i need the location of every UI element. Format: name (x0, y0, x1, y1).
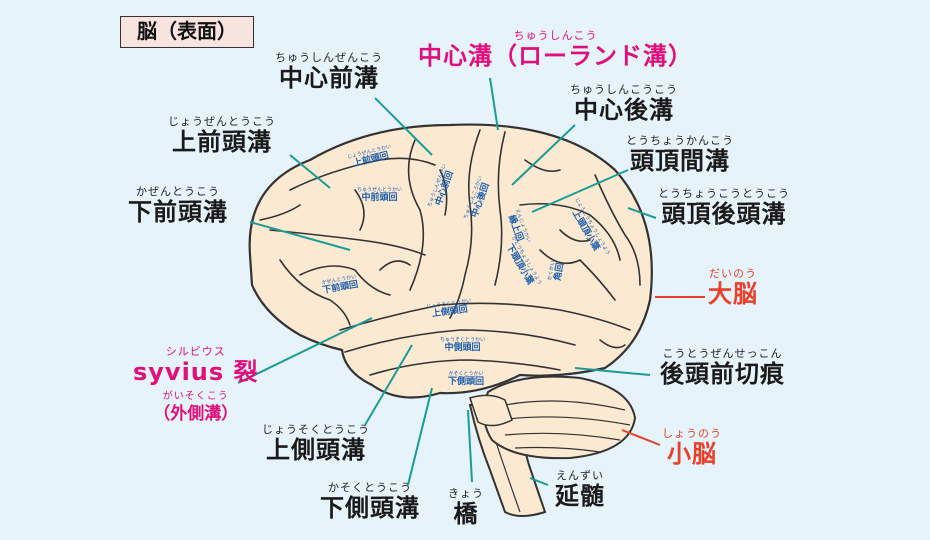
label-central-sulcus-text: 中心溝（ローランド溝） (418, 42, 693, 70)
label-lateral-sulcus-text: （外側溝） (153, 404, 239, 424)
label-sylvian-fissure-ruby: シルビウス (165, 345, 226, 358)
label-cerebrum-text: 大脳 (708, 280, 758, 308)
label-inferior-temporal-sulcus-text: 下側頭溝 (320, 494, 420, 522)
label-inferior-frontal-sulcus-text: 下前頭溝 (128, 198, 228, 226)
label-inferior-frontal-sulcus: かぜんとうこう 下前頭溝 (128, 186, 228, 224)
label-lateral-sulcus-ruby: がいそくこう (162, 391, 229, 402)
label-cerebrum-ruby: だいのう (709, 267, 757, 280)
label-superior-frontal-sulcus: じょうぜんとうこう 上前頭溝 (168, 116, 276, 154)
gyrus-inferior-temporal-ruby: かそくとうかい (448, 371, 484, 377)
label-preoccipital-notch: こうとうぜんせっこん 後頭前切痕 (660, 348, 785, 386)
leader-lines (237, 77, 657, 486)
leader-central (489, 77, 499, 131)
label-pons-ruby: きょう (448, 487, 484, 500)
gyrus-middle-temporal-text: 中側頭回 (444, 343, 481, 353)
leader-postcentral (511, 124, 576, 186)
leader-preoccipital (574, 367, 651, 376)
leader-inferior-temporal (407, 387, 433, 486)
sulci-lines (259, 129, 641, 376)
label-medulla-ruby: えんずい (556, 469, 604, 482)
gyrus-middle-temporal: ちゅうそくとうかい 中側頭回 (440, 338, 485, 353)
leader-cerebellum (621, 429, 661, 446)
label-medulla: えんずい 延髄 (555, 470, 605, 508)
gyrus-middle-temporal-ruby: ちゅうそくとうかい (440, 337, 486, 343)
gyrus-middle-frontal: ちゅうぜんとうかい 中前頭回 (357, 188, 402, 203)
label-cerebellum-text: 小脳 (667, 440, 717, 468)
leader-intraparietal (531, 169, 629, 213)
label-superior-frontal-sulcus-ruby: じょうぜんとうこう (168, 115, 276, 128)
label-cerebrum: だいのう 大脳 (708, 268, 758, 306)
leader-medulla (529, 477, 549, 486)
leader-parieto-occipital (627, 207, 657, 219)
label-postcentral-sulcus-ruby: ちゅうしんこうこう (570, 83, 678, 96)
cerebrum-shape (248, 123, 653, 399)
gyrus-inferior-temporal-text: 下側頭回 (448, 377, 485, 387)
label-precentral-sulcus-text: 中心前溝 (279, 64, 379, 92)
label-cerebellum: しょうのう 小脳 (662, 428, 722, 466)
label-intraparietal-sulcus-text: 頭頂間溝 (630, 147, 730, 175)
leader-superior-temporal (364, 344, 413, 426)
gyrus-inferior-temporal: かそくとうかい 下側頭回 (448, 372, 484, 387)
label-sylvian-fissure: シルビウス syvius 裂 がいそくこう （外側溝） (133, 346, 259, 423)
label-preoccipital-notch-text: 後頭前切痕 (660, 360, 785, 388)
label-intraparietal-sulcus-ruby: とうちょうかんこう (626, 134, 734, 147)
label-sylvian-fissure-text: syvius 裂 (133, 358, 259, 386)
label-parieto-occipital-sulcus-text: 頭頂後頭溝 (661, 200, 787, 228)
leader-pons (467, 409, 473, 483)
label-central-sulcus: ちゅうしんこう 中心溝（ローランド溝） (418, 30, 693, 68)
label-precentral-sulcus: ちゅうしんぜんこう 中心前溝 (275, 52, 383, 90)
label-postcentral-sulcus-text: 中心後溝 (574, 96, 674, 124)
cerebellum-folia (499, 400, 631, 453)
label-superior-temporal-sulcus-ruby: じょうそくとうこう (262, 423, 370, 436)
leader-superior-frontal (289, 154, 331, 189)
label-parieto-occipital-sulcus: とうちょうこうとうこう 頭頂後頭溝 (658, 188, 790, 226)
label-superior-temporal-sulcus: じょうそくとうこう 上側頭溝 (262, 424, 370, 462)
leader-lines-red (621, 296, 705, 446)
label-preoccipital-notch-ruby: こうとうぜんせっこん (662, 347, 783, 360)
label-central-sulcus-ruby: ちゅうしんこう (513, 29, 598, 42)
label-inferior-temporal-sulcus: かそくとうこう 下側頭溝 (320, 482, 420, 520)
label-inferior-frontal-sulcus-ruby: かぜんとうこう (136, 185, 220, 198)
label-postcentral-sulcus: ちゅうしんこうこう 中心後溝 (570, 84, 678, 122)
label-superior-frontal-sulcus-text: 上前頭溝 (172, 128, 272, 156)
label-superior-temporal-sulcus-text: 上側頭溝 (266, 436, 366, 464)
label-pons: きょう 橋 (448, 488, 484, 526)
gyrus-middle-frontal-ruby: ちゅうぜんとうかい (357, 187, 403, 193)
label-parieto-occipital-sulcus-ruby: とうちょうこうとうこう (658, 187, 790, 200)
label-inferior-temporal-sulcus-ruby: かそくとうこう (328, 481, 412, 494)
gyrus-middle-frontal-text: 中前頭回 (361, 193, 398, 203)
label-pons-text: 橋 (453, 500, 479, 528)
leader-sylvian (237, 317, 373, 384)
pons-shape (469, 394, 513, 427)
leader-precentral (374, 97, 433, 156)
label-cerebellum-ruby: しょうのう (662, 427, 722, 440)
label-precentral-sulcus-ruby: ちゅうしんぜんこう (275, 51, 383, 64)
label-intraparietal-sulcus: とうちょうかんこう 頭頂間溝 (626, 135, 734, 173)
page-title: 脳（表面） (120, 16, 254, 48)
leader-inferior-frontal (249, 221, 351, 251)
label-medulla-text: 延髄 (555, 482, 605, 510)
